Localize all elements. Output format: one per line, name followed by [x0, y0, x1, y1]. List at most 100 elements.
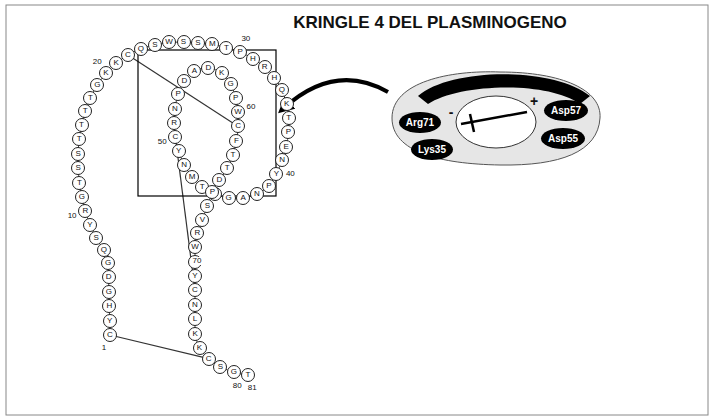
- residue-letter: Y: [176, 147, 181, 155]
- residue-circle: G: [102, 285, 116, 299]
- residue-letter: P: [237, 48, 242, 56]
- residue-letter: N: [254, 190, 260, 198]
- residue-circle: S: [191, 36, 205, 50]
- residue-letter: C: [206, 355, 212, 363]
- residue-circle: C: [231, 119, 245, 133]
- residue-letter: M: [189, 173, 196, 181]
- residue-circle: Y: [83, 218, 97, 232]
- residue-letter: E: [284, 143, 289, 151]
- residue-letter: K: [113, 59, 118, 67]
- residue-number: 81: [247, 384, 258, 392]
- residue-circle: P: [262, 179, 276, 193]
- residue-circle: V: [195, 213, 209, 227]
- residue-letter: P: [286, 128, 291, 136]
- residue-letter: G: [228, 80, 234, 88]
- residue-letter: T: [246, 371, 251, 379]
- residue-letter: S: [152, 41, 157, 49]
- residue-letter: K: [193, 330, 198, 338]
- residue-circle: M: [205, 37, 219, 51]
- residue-letter: N: [192, 301, 198, 309]
- residue-letter: K: [284, 100, 289, 108]
- residue-circle: A: [236, 191, 250, 205]
- residue-circle: S: [71, 147, 85, 161]
- residue-letter: T: [83, 107, 88, 115]
- backbone-line: [78, 42, 289, 375]
- residue-circle: T: [78, 104, 92, 118]
- residue-letter: R: [262, 63, 268, 71]
- residue-letter: Y: [192, 272, 197, 280]
- residue-letter: L: [193, 315, 197, 323]
- residue-letter: C: [235, 122, 241, 130]
- residue-circle: T: [282, 111, 296, 125]
- residue-circle: T: [83, 91, 97, 105]
- residue-circle: D: [201, 61, 215, 75]
- residue-circle: R: [190, 226, 204, 240]
- residue-letter: N: [279, 156, 285, 164]
- residue-letter: Y: [107, 317, 112, 325]
- residue-letter: T: [77, 179, 82, 187]
- ligand-tick: [470, 114, 474, 132]
- residue-site: Asp57: [544, 100, 588, 121]
- residue-circle: Y: [103, 314, 117, 328]
- residue-circle: T: [75, 118, 89, 132]
- residue-letter: R: [82, 207, 88, 215]
- residue-letter: S: [218, 363, 223, 371]
- residue-circle: W: [231, 105, 245, 119]
- residue-number: 40: [285, 170, 296, 178]
- residue-circle: P: [229, 91, 243, 105]
- residue-circle: G: [227, 365, 241, 379]
- residue-circle: G: [222, 191, 236, 205]
- residue-letter: G: [226, 194, 232, 202]
- residue-letter: G: [94, 81, 100, 89]
- residue-letter: D: [216, 176, 222, 184]
- residue-letter: Y: [87, 221, 92, 229]
- residue-number: 20: [92, 58, 103, 66]
- residue-letter: G: [79, 193, 85, 201]
- frame: [6, 5, 708, 415]
- residue-circle: K: [280, 97, 294, 111]
- residue-site: Asp55: [541, 128, 585, 149]
- residue-letter: F: [234, 137, 239, 145]
- residue-letter: H: [272, 74, 278, 82]
- residue-circle: H: [102, 299, 116, 313]
- residue-site: Lys35: [411, 139, 453, 160]
- residue-circle: R: [167, 116, 181, 130]
- residue-letter: W: [191, 243, 199, 251]
- residue-circle: T: [72, 176, 86, 190]
- residue-circle: S: [71, 161, 85, 175]
- residue-circle: G: [90, 78, 104, 92]
- residue-name: Arg71: [406, 117, 434, 128]
- residue-letter: R: [171, 119, 177, 127]
- residue-letter: R: [195, 229, 201, 237]
- residue-letter: T: [225, 164, 230, 172]
- residue-circle: G: [75, 190, 89, 204]
- residue-letter: S: [205, 202, 210, 210]
- pointer-arrow: [284, 80, 388, 108]
- residue-circle: M: [185, 170, 199, 184]
- residue-circle: S: [148, 38, 162, 52]
- residue-circle: Y: [172, 144, 186, 158]
- residue-circle: T: [72, 132, 86, 146]
- residue-letter: H: [250, 55, 256, 63]
- residue-letter: M: [209, 40, 216, 48]
- residue-circle: P: [233, 45, 247, 59]
- binding-site-surface: [392, 72, 600, 165]
- residue-circle: N: [275, 153, 289, 167]
- residue-number: 30: [240, 35, 251, 43]
- residue-circle: C: [188, 283, 202, 297]
- residue-letter: D: [106, 273, 112, 281]
- residue-circle: S: [89, 231, 103, 245]
- residue-circle: T: [219, 41, 233, 55]
- residue-circle: N: [188, 298, 202, 312]
- residue-number: 10: [67, 212, 78, 220]
- residue-circle: G: [101, 256, 115, 270]
- residue-name: Asp57: [551, 105, 581, 116]
- residue-name: Asp55: [548, 133, 578, 144]
- charge-sign: -: [449, 105, 454, 119]
- residue-letter: N: [172, 105, 178, 113]
- residue-letter: V: [200, 216, 205, 224]
- residue-letter: C: [172, 133, 178, 141]
- residue-letter: T: [230, 151, 235, 159]
- residue-number: 70: [191, 257, 202, 265]
